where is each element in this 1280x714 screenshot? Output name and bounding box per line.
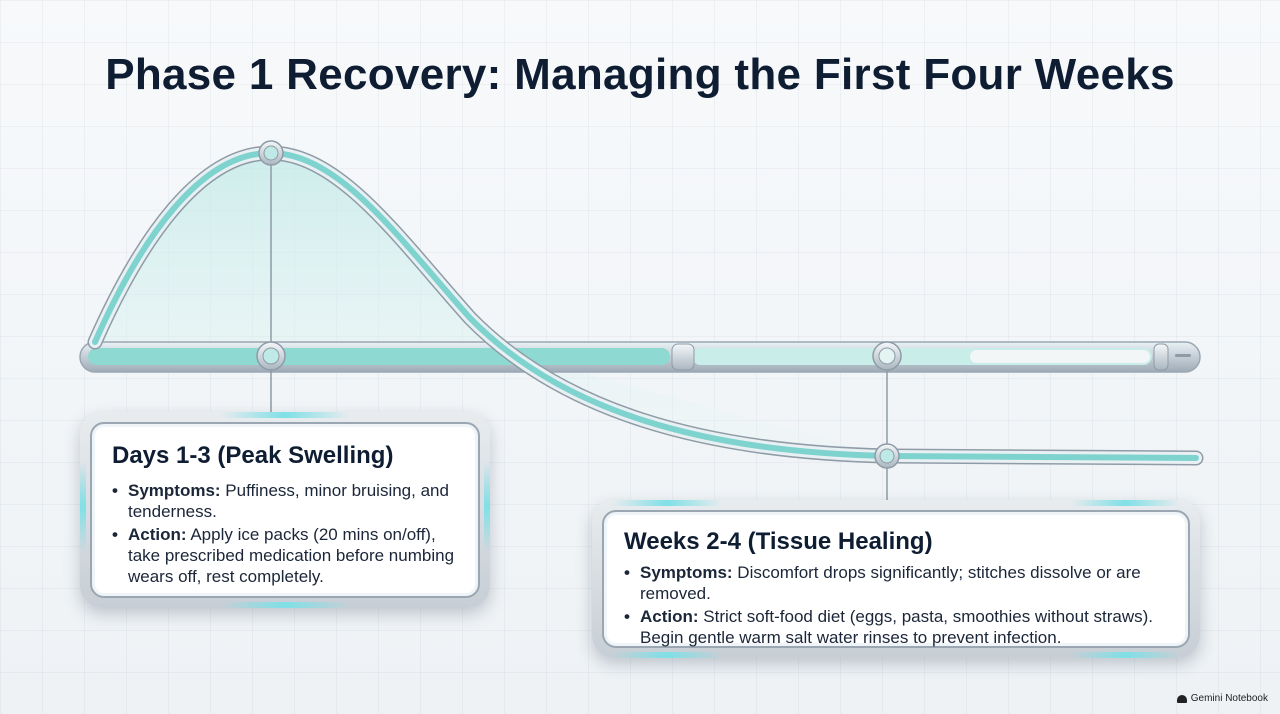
action-text: Strict soft-food diet (eggs, pasta, smoo… (640, 607, 1154, 647)
symptoms-item: Symptoms: Puffiness, minor bruising, and… (112, 480, 458, 522)
symptoms-text: Puffiness, minor bruising, and tendernes… (128, 481, 449, 521)
action-label: Action: (640, 607, 699, 626)
page-title: Phase 1 Recovery: Managing the First Fou… (105, 50, 1175, 99)
card-glow (612, 500, 722, 506)
action-label: Action: (128, 525, 187, 544)
card-glow (1070, 652, 1180, 658)
phase-details: Symptoms: Discomfort drops significantly… (624, 562, 1168, 648)
symptoms-item: Symptoms: Discomfort drops significantly… (624, 562, 1168, 604)
swelling-curve (87, 145, 1204, 466)
card-glow (220, 602, 350, 608)
card-glow (484, 462, 490, 552)
notebook-logo-icon (1176, 694, 1187, 703)
symptoms-text: Discomfort drops significantly; stitches… (640, 563, 1141, 603)
brand-watermark: Gemini Notebook (1176, 693, 1268, 704)
phase-heading: Days 1-3 (Peak Swelling) (112, 442, 394, 469)
symptoms-label: Symptoms: (128, 481, 221, 500)
node-weeks-marker (872, 341, 902, 371)
phase-details: Symptoms: Puffiness, minor bruising, and… (112, 480, 458, 587)
card-glow (80, 462, 86, 552)
card-glow (612, 652, 722, 658)
action-text: Apply ice packs (20 mins on/off), take p… (128, 525, 455, 586)
card-glow (1070, 500, 1180, 506)
brand-label: Gemini Notebook (1190, 693, 1268, 704)
card-glow (220, 412, 350, 418)
action-item: Action: Strict soft-food diet (eggs, pas… (624, 606, 1168, 648)
phase-card-days-1-3: Days 1-3 (Peak Swelling) Symptoms: Puffi… (80, 412, 490, 608)
phase-card-weeks-2-4: Weeks 2-4 (Tissue Healing) Symptoms: Dis… (592, 500, 1200, 658)
node-healing-point (874, 443, 900, 469)
symptoms-label: Symptoms: (640, 563, 733, 582)
action-item: Action: Apply ice packs (20 mins on/off)… (112, 524, 458, 587)
timeline-bar (79, 341, 1201, 373)
phase-heading: Weeks 2-4 (Tissue Healing) (624, 528, 933, 555)
swelling-curve-fill (95, 153, 888, 456)
node-days-marker (256, 341, 286, 371)
node-peak (258, 140, 284, 166)
